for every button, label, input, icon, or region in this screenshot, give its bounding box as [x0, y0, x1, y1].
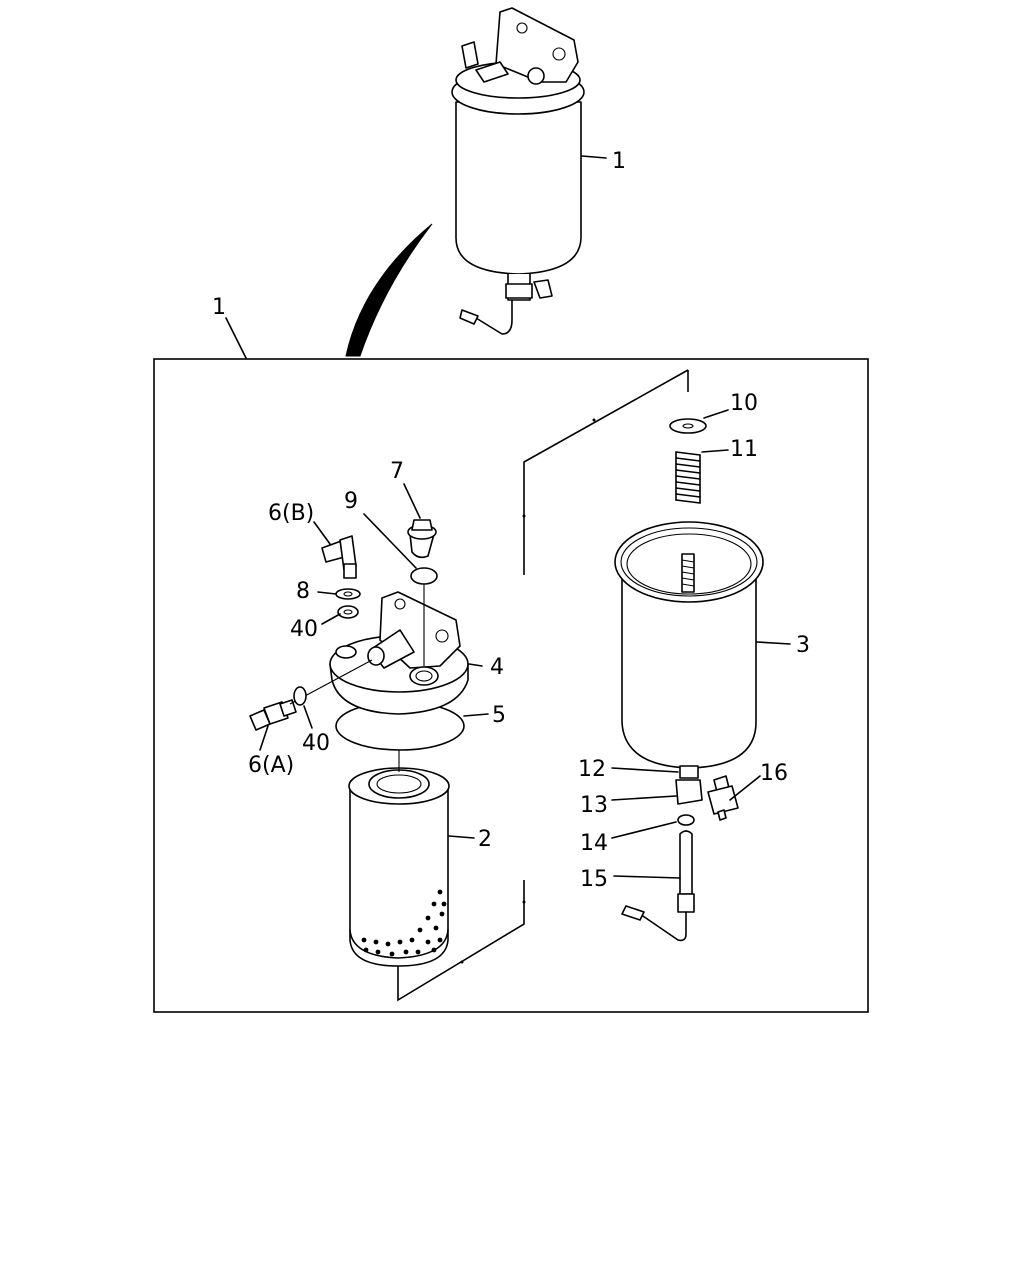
callout-1-box: 1	[212, 295, 226, 320]
filter-element-part-2	[348, 748, 475, 967]
exploded-view-frame	[153, 358, 869, 1013]
callout-40-upper: 40	[290, 617, 318, 642]
callout-10: 10	[730, 391, 758, 416]
connection-arrow	[345, 223, 433, 357]
water-sensor-part-15	[613, 830, 695, 942]
washer-part-8	[317, 588, 361, 600]
straight-fitting-part-6a	[249, 659, 373, 751]
air-vent-valve-part-16	[707, 775, 761, 821]
callout-12: 12	[578, 757, 606, 782]
o-ring-part-14	[611, 814, 695, 839]
callout-1-top: 1	[612, 149, 626, 174]
callout-6b: 6(B)	[268, 501, 314, 526]
filter-bowl-part-3	[614, 521, 791, 769]
drain-plug-parts-12-13	[611, 765, 703, 805]
callout-6a: 6(A)	[248, 753, 294, 778]
filter-head-part-4	[329, 584, 483, 715]
elbow-fitting-part-6b	[313, 521, 357, 579]
callout-13: 13	[580, 793, 608, 818]
callout-2: 2	[478, 827, 492, 852]
o-ring-part-40-lower	[293, 686, 313, 729]
callout-5: 5	[492, 703, 506, 728]
vent-plug-part-7	[403, 483, 437, 559]
callout-8: 8	[296, 579, 310, 604]
assembly-reference-lines	[397, 369, 689, 1002]
callout-4: 4	[490, 655, 504, 680]
callout-9: 9	[344, 489, 358, 514]
callout-15: 15	[580, 867, 608, 892]
callout-labels: 1 1 10 11 7 9 6(B) 8 40 3 4 5 40 6(A) 12…	[212, 149, 810, 892]
washer-part-40-upper	[321, 605, 359, 625]
callout-14: 14	[580, 831, 608, 856]
spring-part-11	[675, 449, 729, 504]
o-ring-part-9	[363, 513, 438, 585]
callout-16: 16	[760, 761, 788, 786]
assembled-fuel-filter	[451, 7, 607, 335]
washer-part-10	[669, 409, 729, 434]
callout-11: 11	[730, 437, 758, 462]
callout-40-lower: 40	[302, 731, 330, 756]
callout-7: 7	[390, 459, 404, 484]
callout-3: 3	[796, 633, 810, 658]
